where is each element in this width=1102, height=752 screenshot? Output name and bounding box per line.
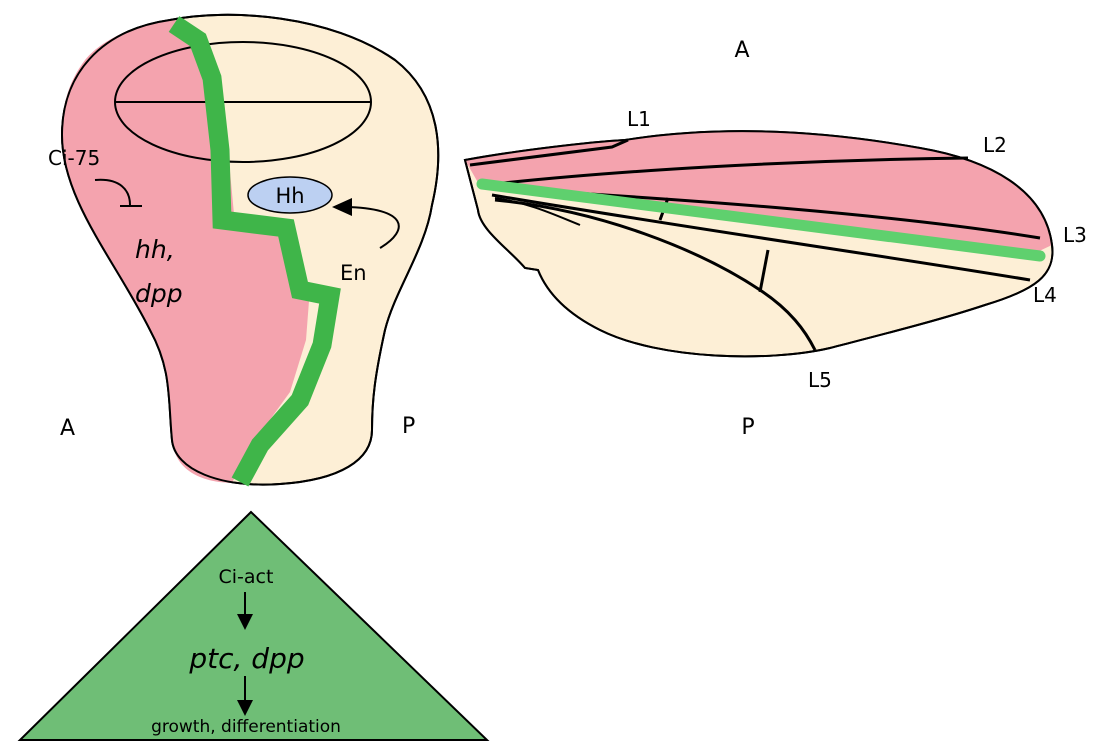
vein-label-l4: L4 xyxy=(1033,283,1057,307)
disc-anterior-label: A xyxy=(60,416,75,441)
wing-anterior-label: A xyxy=(734,38,749,63)
repressed-genes-line1: hh, xyxy=(135,235,175,264)
adult-wing: L1 L2 L3 L4 L5 A P xyxy=(465,38,1087,440)
outcome-label: growth, differentiation xyxy=(151,717,341,737)
signaling-pathway-triangle: Ci-act ptc, dpp growth, differentiation xyxy=(20,512,487,740)
pathway-triangle xyxy=(20,512,487,740)
wing-imaginal-disc: Hh En Ci-75 hh, dpp A P xyxy=(48,15,438,485)
repressed-genes-line2: dpp xyxy=(135,279,183,308)
en-label: En xyxy=(340,261,367,285)
ci-act-label: Ci-act xyxy=(219,566,274,588)
target-genes-label: ptc, dpp xyxy=(188,642,304,675)
vein-label-l1: L1 xyxy=(627,107,651,131)
vein-label-l2: L2 xyxy=(983,133,1007,157)
ci75-label: Ci-75 xyxy=(48,146,100,170)
vein-label-l5: L5 xyxy=(808,368,832,392)
hh-label: Hh xyxy=(275,184,304,208)
vein-label-l3: L3 xyxy=(1063,223,1087,247)
disc-posterior-label: P xyxy=(402,414,415,439)
wing-posterior-label: P xyxy=(741,415,754,440)
